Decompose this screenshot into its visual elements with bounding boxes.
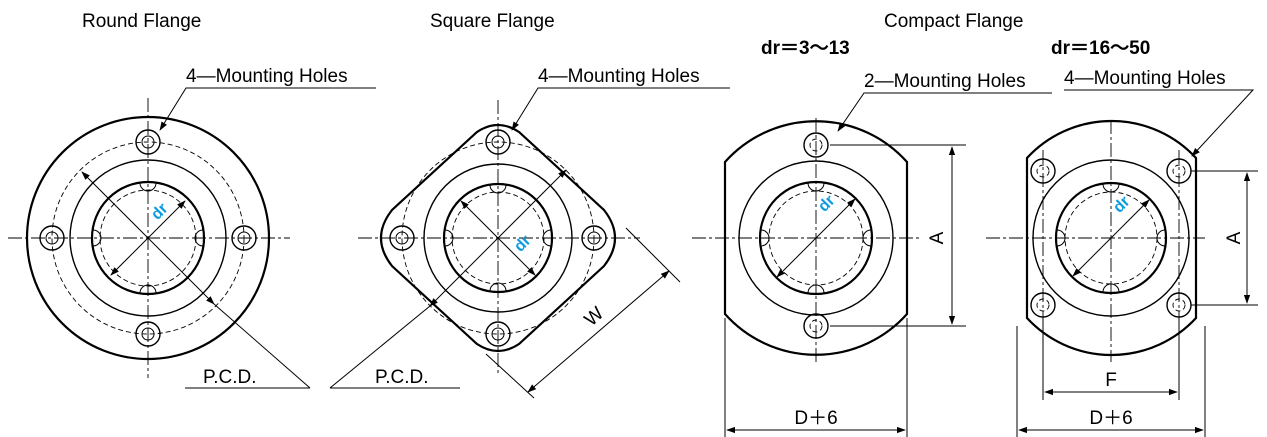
compact-small-d6-label: D＋6 [794, 408, 837, 429]
compact-small-range-label: dr＝3～13 [761, 38, 850, 59]
compact-small-view: dr＝3～13 2—Mounting Holes dr A D＋6 [692, 38, 1052, 437]
compact-large-f-label: F [1105, 370, 1117, 391]
round-mounting-hole-left [39, 225, 65, 251]
compact-large-holes-note: 4—Mounting Holes [1064, 68, 1226, 89]
compact-small-a-label: A [927, 231, 948, 244]
round-holes-note: 4—Mounting Holes [186, 66, 348, 87]
round-flange-title: Round Flange [82, 11, 201, 32]
square-mounting-hole-right [581, 225, 607, 251]
square-pcd-label: P.C.D. [375, 367, 429, 388]
compact-large-a-label: A [1224, 231, 1245, 244]
round-mounting-hole-top [135, 129, 161, 155]
round-dr-label: dr [148, 200, 171, 223]
compact-flange-title: Compact Flange [884, 11, 1023, 32]
square-dr-label: dr [511, 232, 534, 255]
square-mounting-hole-top [485, 129, 511, 155]
compact-small-mounting-hole-bottom [803, 313, 829, 339]
compact-large-range-label: dr＝16～50 [1051, 38, 1150, 59]
compact-small-holes-note: 2—Mounting Holes [864, 71, 1026, 92]
compact-small-mounting-hole-top [803, 132, 829, 158]
compact-large-view: dr＝16～50 4—Mounting Holes dr A [986, 38, 1258, 437]
round-flange-view: Round Flange 4—Mounting Holes P.C.D. dr [8, 11, 376, 389]
square-flange-view: Square Flange 4—Mounting Holes P.C.D. dr… [329, 11, 730, 399]
round-pcd-label: P.C.D. [203, 367, 257, 388]
compact-large-d6-label: D＋6 [1089, 408, 1132, 429]
compact-large-dr-label: dr [1110, 193, 1133, 216]
compact-small-dr-label: dr [815, 192, 838, 215]
round-mounting-hole-right [231, 225, 257, 251]
square-mounting-hole-bottom [485, 321, 511, 347]
round-mounting-hole-bottom [135, 321, 161, 347]
square-flange-title: Square Flange [430, 11, 555, 32]
square-mounting-hole-left [389, 225, 415, 251]
compact-flange-view: Compact Flange dr＝3～13 2—Mounting Holes … [692, 11, 1258, 437]
square-holes-note: 4—Mounting Holes [538, 66, 700, 87]
